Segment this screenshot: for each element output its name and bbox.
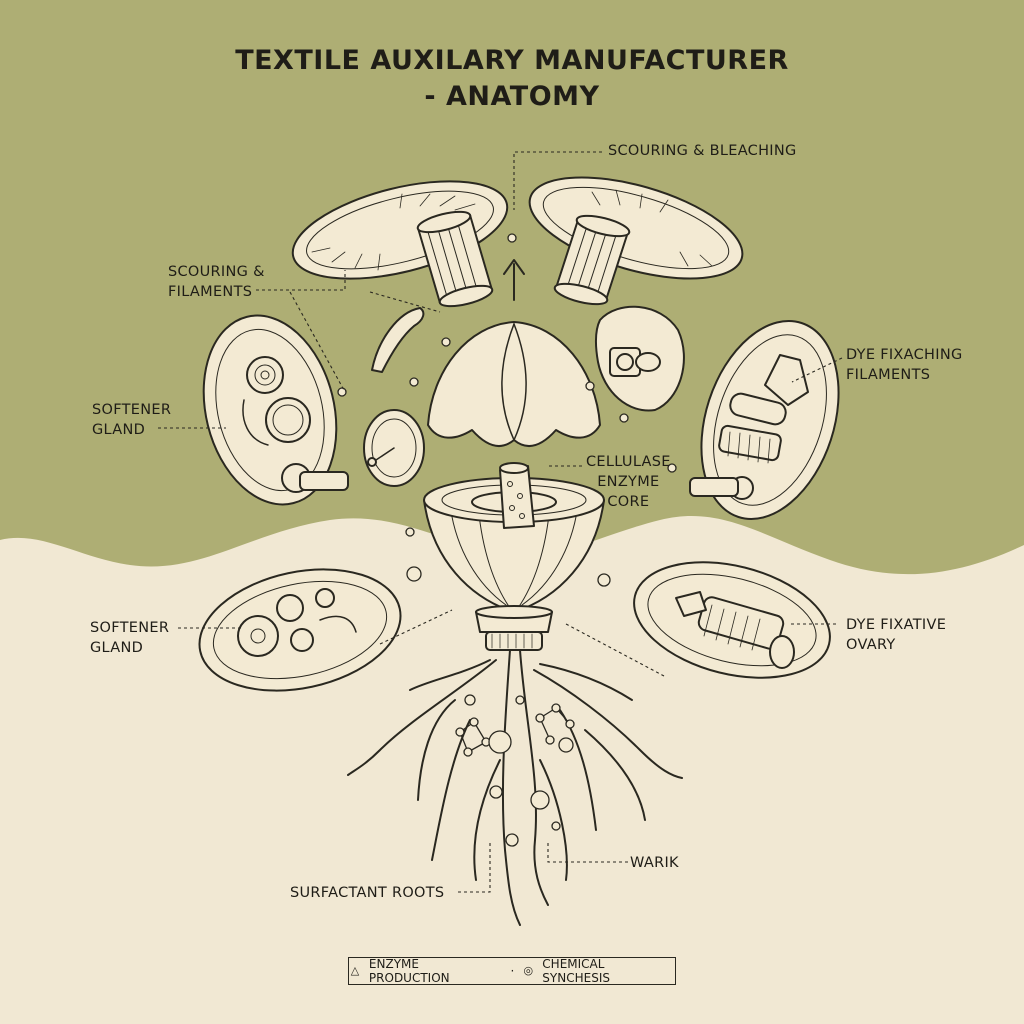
softener-gland-lower xyxy=(198,568,402,692)
footer-item-chemical-synchesis: CHEMICAL SYNCHESIS xyxy=(542,957,610,985)
label-surfactant-roots: SURFACTANT ROOTS xyxy=(290,883,444,903)
molecules xyxy=(455,694,575,847)
page-title: TEXTILE AUXILARY MANUFACTURER xyxy=(235,45,789,76)
label-scouring-bleaching: SCOURING & BLEACHING xyxy=(608,141,797,161)
label-text: GLAND xyxy=(90,640,144,656)
label-text: SOFTENER xyxy=(92,402,172,418)
claw-fragment xyxy=(371,307,425,373)
label-text: WARIK xyxy=(630,855,679,871)
label-warik: WARIK xyxy=(630,853,679,873)
flask-icon: △ xyxy=(350,964,360,977)
label-text: SURFACTANT ROOTS xyxy=(290,885,445,901)
label-text: DYE FIXACHING xyxy=(846,347,963,363)
softener-gland-upper xyxy=(202,314,349,506)
central-shell xyxy=(427,321,601,447)
label-text: CELLULASE xyxy=(586,454,671,470)
footer-legend: △ ENZYME PRODUCTION · ◎ CHEMICAL SYNCHES… xyxy=(348,957,676,985)
left-cap xyxy=(291,180,509,308)
label-text: ENZYME xyxy=(597,474,660,490)
label-text: GLAND xyxy=(92,422,146,438)
page-subtitle: - ANATOMY xyxy=(424,81,600,112)
label-softener-gland-top: SOFTENER GLAND xyxy=(92,400,171,440)
dye-fixative-ovary xyxy=(633,561,831,679)
label-dye-fixative-ovary: DYE FIXATIVE OVARY xyxy=(846,615,946,655)
right-cap xyxy=(528,176,744,306)
gauge-disc xyxy=(363,409,425,487)
label-cellulase-enzyme-core: CELLULASE ENZYME CORE xyxy=(586,452,671,512)
surfactant-roots xyxy=(347,649,683,926)
cellulase-enzyme-core xyxy=(423,462,605,651)
label-text: SCOURING & BLEACHING xyxy=(608,143,797,159)
label-text: DYE FIXATIVE xyxy=(846,617,947,633)
label-text: FILAMENTS xyxy=(168,284,253,300)
label-dye-fixaching-filaments: DYE FIXACHING FILAMENTS xyxy=(846,345,963,385)
up-arrow xyxy=(503,259,525,301)
dye-fixaching-pod xyxy=(689,319,840,521)
footer-separator: · xyxy=(510,964,515,978)
label-text: CORE xyxy=(607,494,650,510)
leader-lines xyxy=(158,151,843,893)
label-text: SCOURING & xyxy=(168,264,265,280)
label-text: FILAMENTS xyxy=(846,367,931,383)
bubbles xyxy=(337,233,677,587)
label-scouring-filaments: SCOURING & FILAMENTS xyxy=(168,262,265,302)
label-text: SOFTENER xyxy=(90,620,170,636)
label-softener-gland-bottom: SOFTENER GLAND xyxy=(90,618,169,658)
label-text: OVARY xyxy=(846,637,896,653)
molecule-icon: ◎ xyxy=(523,964,534,977)
right-small-pod xyxy=(594,305,685,412)
footer-item-enzyme-production: ENZYME PRODUCTION xyxy=(368,957,450,985)
